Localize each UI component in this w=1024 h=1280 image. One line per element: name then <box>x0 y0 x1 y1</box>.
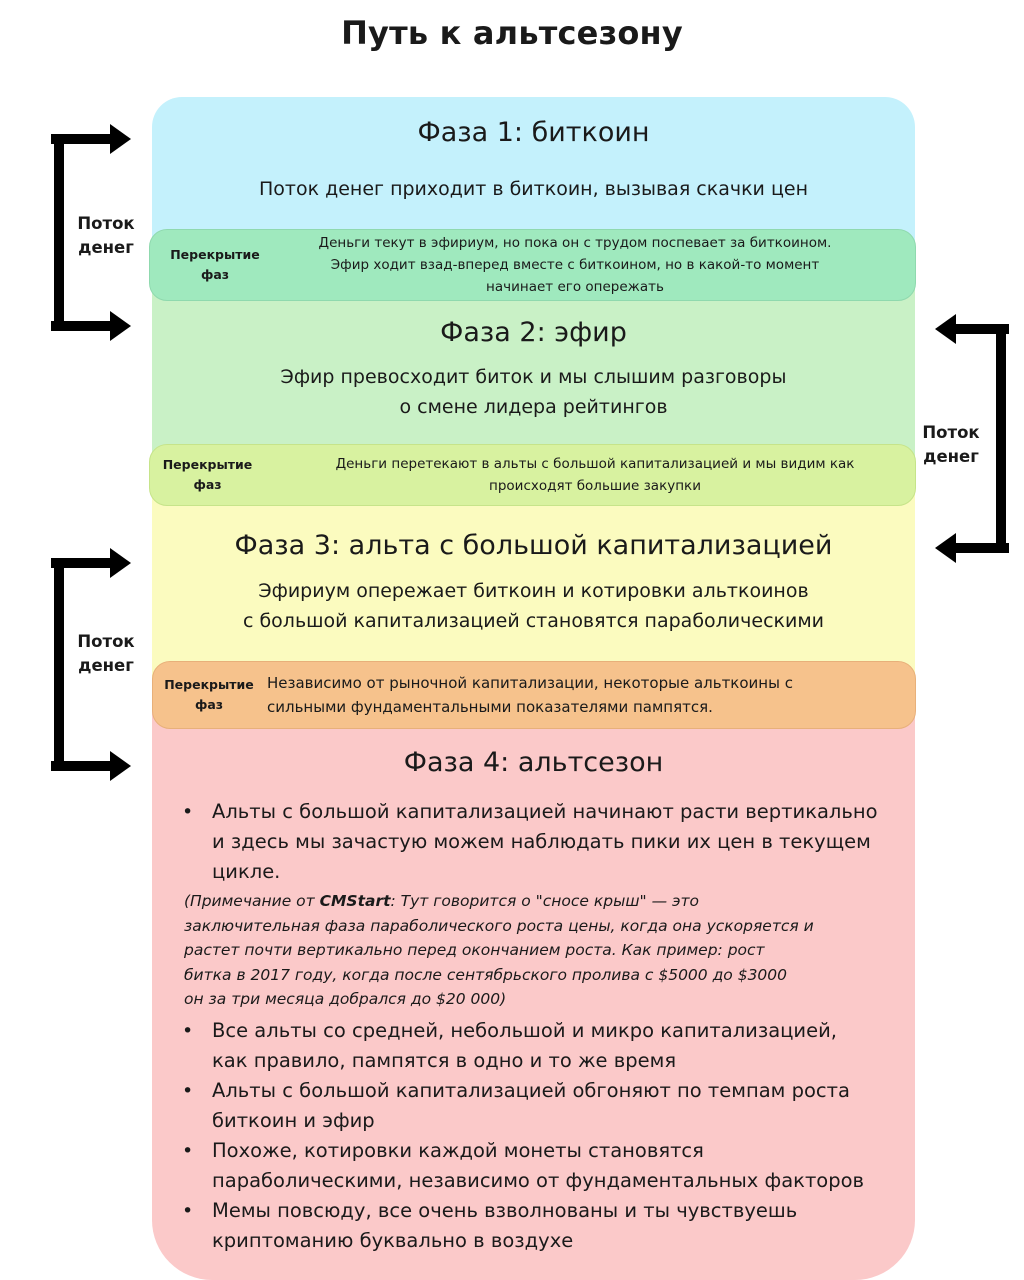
bullet-line: биткоин и эфир <box>212 1108 375 1132</box>
phase-4-bullet-list: • Альты с большой капитализацией начинаю… <box>182 797 902 1256</box>
list-item: • Альты с большой капитализацией обгоняю… <box>182 1076 902 1136</box>
flow-label-line: Поток <box>922 423 980 442</box>
overlap-label: Перекрытие фаз <box>150 245 280 285</box>
overlap-text-line: Эфир ходит взад-вперед вместе с биткоино… <box>330 257 820 273</box>
list-item: • Все альты со средней, небольшой и микр… <box>182 1016 902 1076</box>
bullet-icon: • <box>182 1139 194 1162</box>
flow-label-line: Поток <box>77 632 135 651</box>
bullet-line: Мемы повсюду, все очень взволнованы и ты… <box>212 1198 798 1222</box>
note-prefix: (Примечание от <box>184 892 320 910</box>
note-line: растет почти вертикально перед окончание… <box>184 941 765 959</box>
flow-label-2: Поток денег <box>911 421 991 469</box>
list-item: • Похоже, котировки каждой монеты станов… <box>182 1136 902 1196</box>
phase-1-title: Фаза 1: биткоин <box>417 117 650 148</box>
overlap-text: Независимо от рыночной капитализации, не… <box>267 671 793 719</box>
note-line: он за три месяца добрался до $20 000) <box>184 990 507 1008</box>
flow-label-line: денег <box>923 447 979 466</box>
note-line: битка в 2017 году, когда после сентябрьс… <box>184 965 788 984</box>
overlap-label-line: фаз <box>200 267 230 282</box>
flow-arrow-right <box>935 314 1009 563</box>
phase-3-panel: Фаза 3: альта с большой капитализацией Э… <box>152 477 915 695</box>
page-title: Путь к альтсезону <box>341 14 683 52</box>
bullet-line: Альты с большой капитализацией начинают … <box>212 800 878 823</box>
overlap-label: Перекрытие фаз <box>150 455 265 495</box>
phase-3-title: Фаза 3: альта с большой капитализацией <box>234 530 833 561</box>
phase-overlap-1: Перекрытие фаз Деньги текут в эфириум, н… <box>149 229 916 301</box>
overlap-label-line: Перекрытие <box>162 457 253 472</box>
bullet-line: криптоманию буквально в воздухе <box>212 1228 574 1252</box>
bullet-line: Похоже, котировки каждой монеты становят… <box>212 1138 704 1162</box>
flow-label-1: Поток денег <box>66 212 146 260</box>
phase-overlap-3: Перекрытие фаз Независимо от рыночной ка… <box>152 661 916 729</box>
phase-3-description-line: с большой капитализацией становятся пара… <box>242 610 825 632</box>
note-line: заключительная фаза параболического рост… <box>184 916 814 935</box>
note-line: : Тут говорится о "сносе крыш" — это <box>390 892 700 910</box>
flow-label-line: денег <box>78 656 134 675</box>
overlap-label-line: фаз <box>194 697 224 712</box>
overlap-label-line: Перекрытие <box>164 677 254 692</box>
bullet-icon: • <box>182 1019 194 1042</box>
bullet-line: цикле. <box>212 860 281 883</box>
overlap-text: Деньги текут в эфириум, но пока он с тру… <box>275 232 875 298</box>
overlap-label-line: фаз <box>193 477 222 492</box>
phase-2-description-line: о смене лидера рейтингов <box>399 396 668 418</box>
phase-3-description-line: Эфириум опережает биткоин и котировки ал… <box>258 580 809 602</box>
phase-4-title: Фаза 4: альтсезон <box>403 747 664 778</box>
phase-1-description: Поток денег приходит в биткоин, вызывая … <box>258 178 808 200</box>
overlap-text-line: Деньги текут в эфириум, но пока он с тру… <box>318 235 832 251</box>
overlap-label-line: Перекрытие <box>170 247 260 262</box>
overlap-label: Перекрытие фаз <box>153 675 265 715</box>
phase-2-title: Фаза 2: эфир <box>440 317 627 348</box>
list-item: • Мемы повсюду, все очень взволнованы и … <box>182 1196 902 1256</box>
note-author: CMStart <box>319 892 391 910</box>
phase-4-panel: Фаза 4: альтсезон • Альты с большой капи… <box>152 695 915 1280</box>
editor-note: (Примечание от CMStart: Тут говорится о … <box>182 889 902 1012</box>
overlap-text-line: Независимо от рыночной капитализации, не… <box>267 674 793 692</box>
flow-label-3: Поток денег <box>66 630 146 678</box>
phase-2-description-line: Эфир превосходит биток и мы слышим разго… <box>280 366 787 388</box>
flow-arrow-left-1 <box>51 124 131 341</box>
bullet-line: Все альты со средней, небольшой и микро … <box>212 1018 837 1042</box>
overlap-text-line: Деньги перетекают в альты с большой капи… <box>335 456 855 472</box>
flow-arrow-left-2 <box>51 548 131 781</box>
bullet-line: параболическими, независимо от фундамент… <box>212 1168 865 1192</box>
overlap-text-line: происходят большие закупки <box>489 478 701 494</box>
bullet-line: Альты с большой капитализацией обгоняют … <box>212 1078 850 1102</box>
bullet-icon: • <box>182 801 194 823</box>
flow-label-line: Поток <box>77 214 135 233</box>
overlap-text-line: сильными фундаментальными показателями п… <box>267 698 713 716</box>
bullet-icon: • <box>182 1079 194 1102</box>
overlap-text-line: начинает его опережать <box>486 279 664 295</box>
bullet-line: как правило, пампятся в одно и то же вре… <box>212 1048 677 1072</box>
list-item: • Альты с большой капитализацией начинаю… <box>182 797 902 887</box>
overlap-text: Деньги перетекают в альты с большой капи… <box>280 453 910 497</box>
bullet-line: и здесь мы зачастую можем наблюдать пики… <box>212 830 871 853</box>
phase-overlap-2: Перекрытие фаз Деньги перетекают в альты… <box>149 444 916 506</box>
bullet-icon: • <box>182 1199 194 1222</box>
flow-label-line: денег <box>78 238 134 257</box>
